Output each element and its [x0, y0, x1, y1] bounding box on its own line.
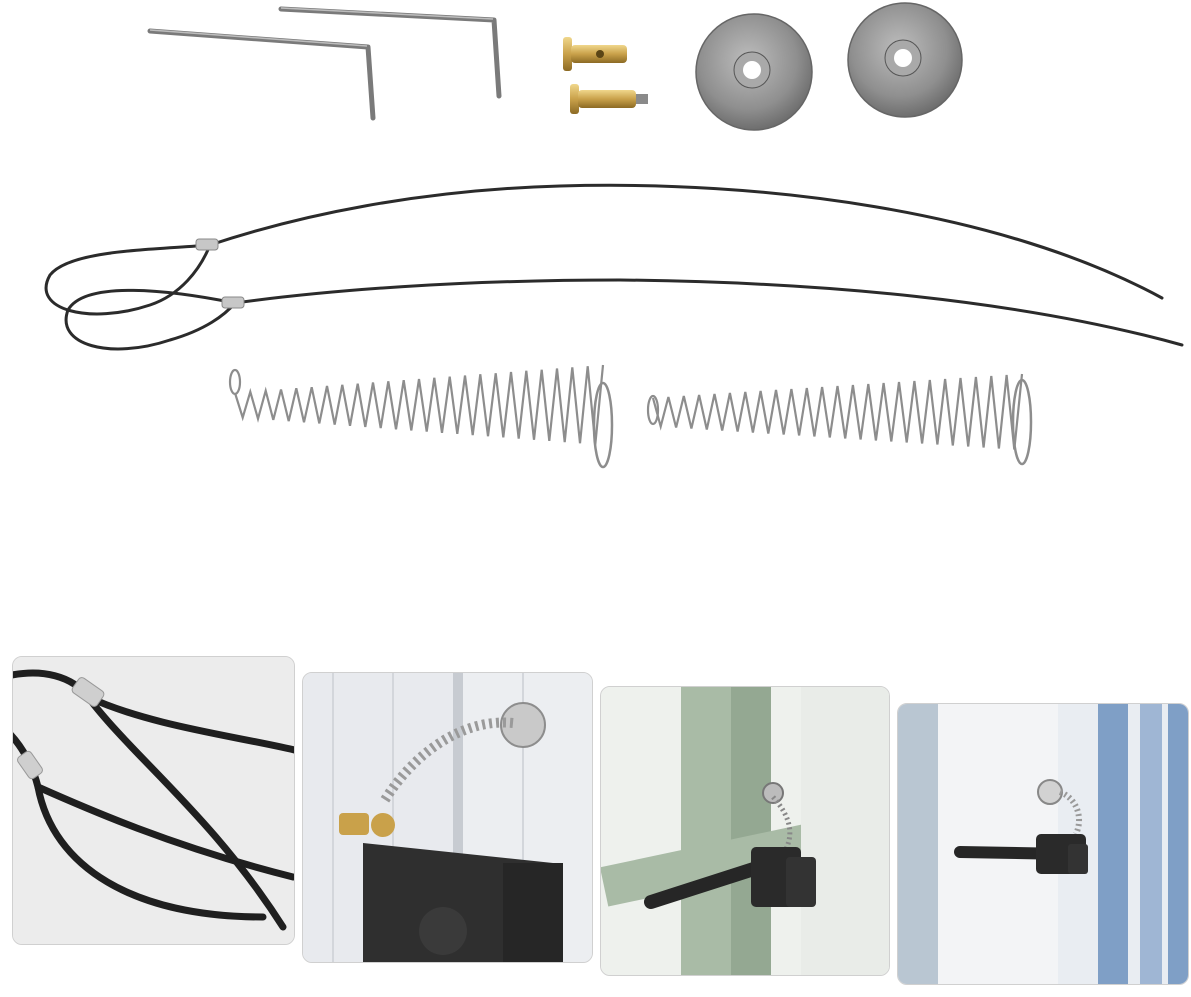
thumbnail-green-gate-latch: [600, 686, 890, 976]
spring-icon: [646, 373, 1033, 466]
thumbnail-cable-closeup: [12, 656, 295, 945]
parts-illustration: [44, 2, 1184, 469]
thumbnail-white-door-latch: [302, 672, 593, 963]
latch-on-blue-striped-door-icon: [898, 704, 1188, 984]
brass-pin-icon: [570, 84, 648, 114]
latch-spring-on-white-door-icon: [303, 673, 592, 962]
brass-pin-icon: [563, 37, 627, 71]
cable-loop-closeup-icon: [13, 657, 294, 944]
washer-icon: [847, 2, 963, 118]
spring-icon: [228, 364, 614, 469]
thumbnail-blue-door-latch: [897, 703, 1189, 985]
allen-wrench-icon: [147, 28, 376, 121]
washer-icon: [695, 13, 813, 131]
latch-on-green-gate-icon: [601, 687, 889, 975]
allen-wrench-icon: [278, 6, 502, 99]
steel-cable-icon: [44, 183, 1184, 351]
